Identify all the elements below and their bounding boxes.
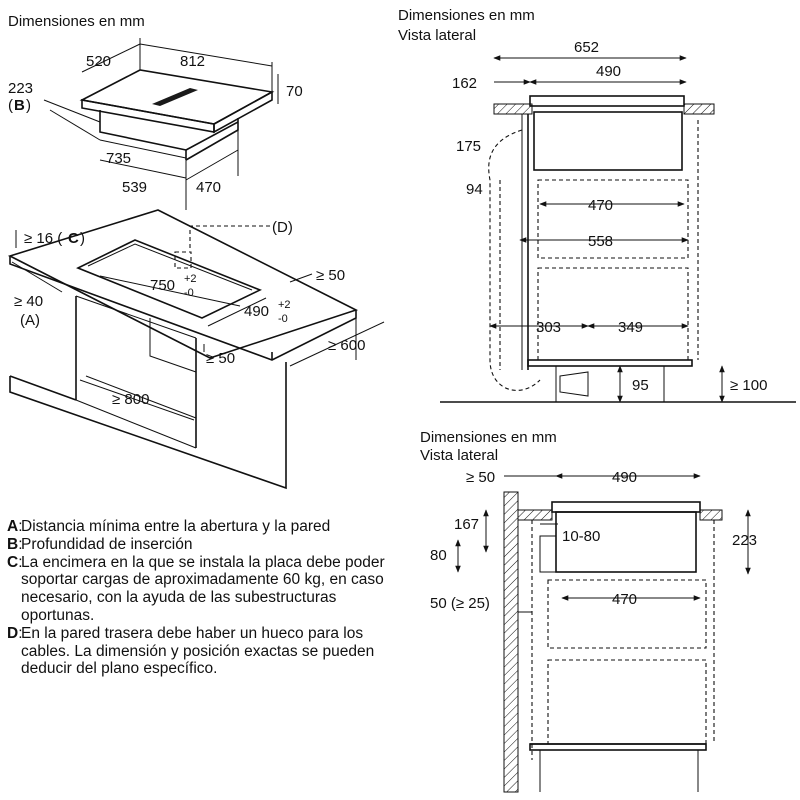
legend: A: Distancia mínima entre la abertura y …	[7, 518, 387, 678]
label-ge50-mid: ≥ 50	[206, 350, 235, 367]
dim-b-close: )	[26, 97, 31, 114]
legend-item-a: A: Distancia mínima entre la abertura y …	[7, 518, 387, 536]
panel1-heading: Dimensiones en mm	[8, 13, 145, 30]
legend-key-b: B:	[7, 535, 23, 553]
dim-70: 70	[286, 83, 303, 100]
cutout-width-tol-minus: -0	[184, 287, 194, 299]
cutout-depth-tol-minus: -0	[278, 313, 288, 325]
panel3-heading: Dimensiones en mm	[398, 7, 535, 24]
panel4-subheading: Vista lateral	[420, 447, 498, 464]
dim-50-ge25: 50 (≥ 25)	[430, 595, 490, 612]
cutout-depth-tol-plus: +2	[278, 299, 291, 311]
label-a: (A)	[20, 312, 40, 329]
dim-490: 490	[612, 469, 637, 486]
label-ge40: ≥ 40	[14, 293, 43, 310]
panel3-subheading: Vista lateral	[398, 27, 476, 44]
dim-558: 558	[588, 233, 613, 250]
label-ge600: ≥ 600	[328, 337, 365, 354]
dim-652: 652	[574, 39, 599, 56]
label-d: (D)	[272, 219, 293, 236]
dim-80: 80	[430, 547, 447, 564]
dim-520: 520	[86, 53, 111, 70]
legend-text-a: Distancia mínima entre la abertura y la …	[21, 518, 331, 535]
dim-223: 223	[8, 80, 33, 97]
hob-isometric-panel: Dimensiones en mm 520 812 223 ( B ) 70 7…	[8, 13, 303, 210]
installation-panel: (D) ≥ 16 ( C ) ≥ 50 ≥ 40 (A) 750 +2 -0 4…	[7, 209, 385, 490]
panel4-heading: Dimensiones en mm	[420, 429, 557, 446]
side-view-bottom-panel: Dimensiones en mm Vista lateral ≥ 50 490…	[420, 429, 757, 793]
dim-162: 162	[452, 75, 477, 92]
dim-95: 95	[632, 377, 649, 394]
dim-ge50: ≥ 50	[466, 469, 495, 486]
dim-490: 490	[596, 63, 621, 80]
dim-167: 167	[454, 516, 479, 533]
cutout-width: 750	[150, 277, 175, 294]
legend-key-d: D:	[7, 624, 23, 642]
dim-175: 175	[456, 138, 481, 155]
dim-b-open: (	[8, 97, 13, 114]
legend-text-d: En la pared trasera debe haber un hueco …	[21, 624, 375, 678]
cutout-depth: 490	[244, 303, 269, 320]
dim-b: B	[14, 97, 25, 114]
dim-303: 303	[536, 319, 561, 336]
legend-key-a: A:	[7, 518, 23, 535]
legend-item-d: D: En la pared trasera debe haber un hue…	[7, 625, 387, 678]
dim-ge100: ≥ 100	[730, 377, 767, 394]
label-ge800: ≥ 800	[112, 391, 149, 408]
dim-539: 539	[122, 179, 147, 196]
label-ge50-top: ≥ 50	[316, 267, 345, 284]
legend-text-c: La encimera en la que se instala la plac…	[21, 553, 385, 624]
side-view-top-panel: Dimensiones en mm Vista lateral 652 162 …	[398, 7, 796, 403]
dim-470: 470	[196, 179, 221, 196]
extractor-slot	[152, 88, 198, 106]
dim-470: 470	[588, 197, 613, 214]
dim-349: 349	[618, 319, 643, 336]
legend-key-c: C:	[7, 553, 23, 571]
dim-470: 470	[612, 591, 637, 608]
legend-item-b: B: Profundidad de inserción	[7, 536, 387, 554]
dim-735: 735	[106, 150, 131, 167]
legend-text-b: Profundidad de inserción	[21, 535, 193, 553]
dim-223: 223	[732, 532, 757, 549]
dim-10-80: 10-80	[562, 528, 600, 545]
label-ge16: ≥ 16 (	[24, 230, 62, 247]
dim-94: 94	[466, 181, 483, 198]
label-c: C	[68, 230, 79, 247]
label-c-close: )	[80, 230, 85, 247]
legend-item-c: C: La encimera en la que se instala la p…	[7, 554, 387, 625]
cutout-width-tol-plus: +2	[184, 273, 197, 285]
dim-812: 812	[180, 53, 205, 70]
